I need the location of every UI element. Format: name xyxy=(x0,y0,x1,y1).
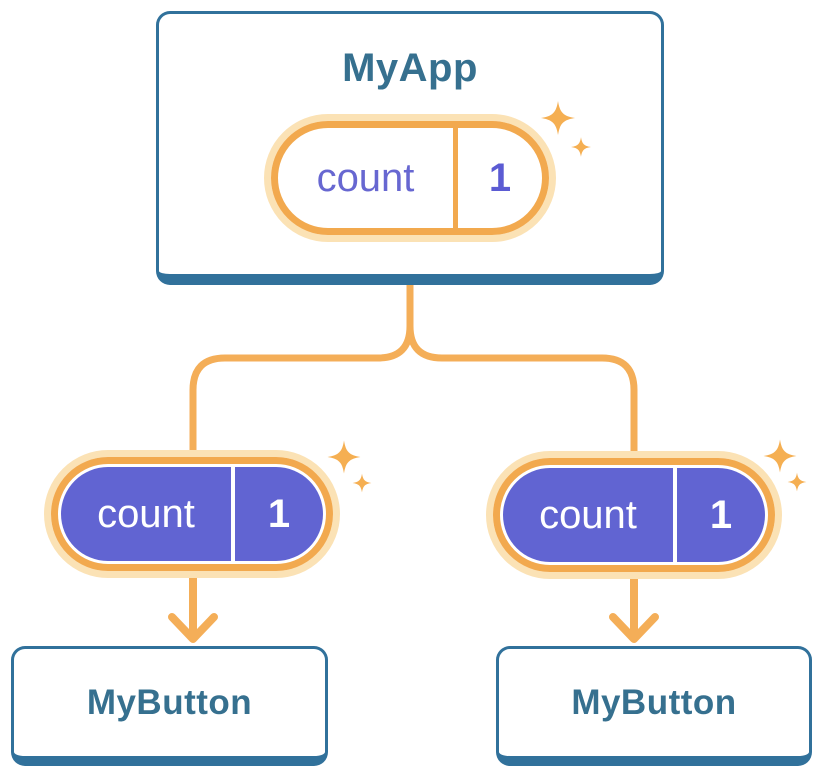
root-component-title: MyApp xyxy=(342,46,478,90)
sparkle-icon xyxy=(540,100,591,157)
arrow-down-icon xyxy=(168,573,218,643)
branch-left-line xyxy=(189,277,414,460)
prop-value: 1 xyxy=(267,491,291,536)
sparkle-icon xyxy=(763,439,807,492)
state-pill: count 1 xyxy=(264,114,556,242)
pill-divider xyxy=(453,128,458,228)
child-component-card-right: MyButton xyxy=(496,646,812,766)
sparkle-icon xyxy=(327,440,372,493)
prop-name: count xyxy=(539,492,637,537)
child-component-title: MyButton xyxy=(571,682,737,722)
prop-value: 1 xyxy=(709,492,733,537)
state-name: count xyxy=(316,155,415,200)
prop-name: count xyxy=(97,491,195,536)
pill-divider xyxy=(231,467,235,561)
state-value: 1 xyxy=(488,155,512,200)
arrow-down-icon xyxy=(609,574,659,643)
prop-pill-right: count 1 xyxy=(486,451,782,579)
pill-divider xyxy=(673,468,677,562)
child-component-title: MyButton xyxy=(86,682,253,722)
branch-right-line xyxy=(406,277,638,460)
child-component-card-left: MyButton xyxy=(11,646,328,766)
prop-pill-left: count 1 xyxy=(44,450,340,578)
